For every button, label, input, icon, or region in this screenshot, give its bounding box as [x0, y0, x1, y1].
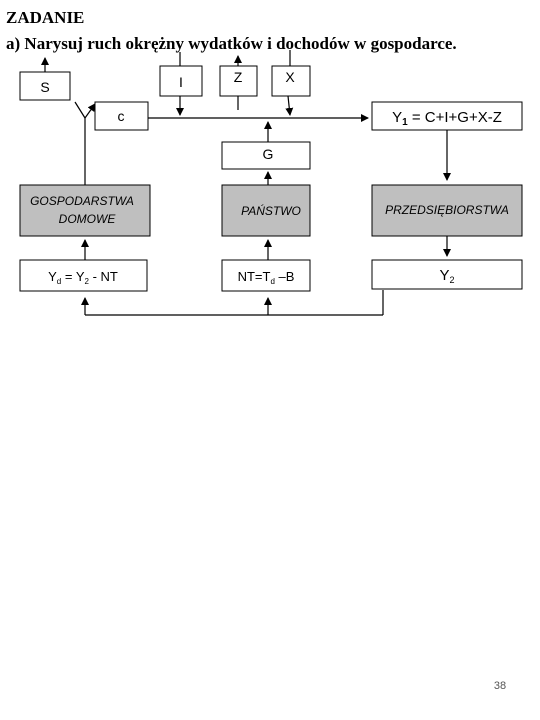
exports-box: X: [271, 65, 311, 97]
y2-box: Y2: [371, 259, 523, 290]
government-spending-box: G: [221, 141, 311, 170]
junction-to-s-line: [74, 101, 86, 119]
imports-label: Z: [234, 69, 243, 85]
y1-equation-label: Y1 = C+I+G+X-Z: [392, 109, 502, 128]
government-spending-label: G: [263, 146, 274, 162]
flow-lines: [41, 50, 451, 316]
y2-label: Y2: [439, 267, 454, 285]
state-label: PAŃSTWO: [241, 203, 301, 218]
disposable-income-box: Yd = Y2 - NT: [19, 259, 148, 292]
disposable-income-label: Yd = Y2 - NT: [48, 269, 118, 286]
savings-label: S: [40, 79, 49, 95]
investment-box: I: [159, 65, 203, 97]
page-title: ZADANIE: [6, 8, 85, 27]
households-box: GOSPODARSTWA DOMOWE: [19, 184, 151, 237]
y1-equation-box: Y1 = C+I+G+X-Z: [371, 101, 523, 131]
state-box: PAŃSTWO: [221, 184, 311, 237]
consumption-label: c: [118, 108, 125, 124]
net-taxes-box: NT=Td –B: [221, 259, 311, 292]
task-instruction: a) Narysuj ruch okrężny wydatków i docho…: [6, 34, 457, 53]
exports-inflow-arrow: [285, 95, 294, 116]
households-label-line1: GOSPODARSTWA: [30, 194, 134, 208]
investment-label: I: [179, 74, 183, 90]
exports-label: X: [285, 69, 295, 85]
junction-to-c-arrow: [84, 103, 96, 119]
consumption-box: c: [94, 101, 149, 131]
enterprises-box: PRZEDSIĘBIORSTWA: [371, 184, 523, 237]
savings-box: S: [19, 71, 71, 101]
page-number: 38: [493, 680, 507, 692]
imports-box: Z: [219, 65, 258, 97]
enterprises-label: PRZEDSIĘBIORSTWA: [385, 203, 509, 217]
households-label-line2: DOMOWE: [59, 212, 117, 226]
net-taxes-label: NT=Td –B: [238, 269, 295, 286]
